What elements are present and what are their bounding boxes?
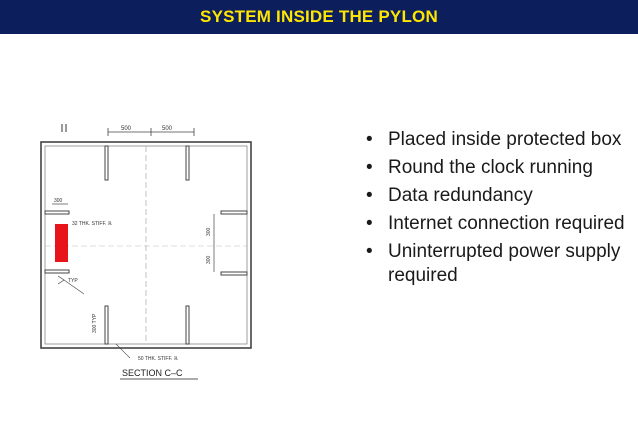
protected-box — [55, 224, 68, 262]
outer-wall — [40, 141, 252, 349]
stiffener-left-upper — [44, 210, 70, 215]
stiffener-right-lower — [220, 271, 248, 276]
stiff-label-lower: 50 THK. STIFF. ℝ — [138, 356, 178, 362]
stiff-label-upper: 32 THK. STIFF. ℝ — [72, 221, 112, 227]
bullet-dot-icon: • — [366, 185, 373, 206]
bullet-dot-icon: • — [366, 213, 373, 234]
title-bar: SYSTEM INSIDE THE PYLON — [0, 0, 638, 34]
bullet-item: •Data redundancy — [366, 185, 533, 206]
dim-bottom-left: 300 TYP — [92, 313, 98, 333]
dim-right-lower: 300 — [206, 255, 212, 264]
typ-label: TYP — [68, 278, 78, 284]
dim-left: 300 — [54, 198, 63, 204]
bullet-list: •Placed inside protected box •Round the … — [364, 128, 634, 292]
stiffener-right-upper — [220, 210, 248, 215]
stiffener-top-left — [104, 145, 109, 181]
slide-title: SYSTEM INSIDE THE PYLON — [200, 7, 438, 26]
section-drawing: 500 500 300 32 THK. STIFF. ℝ 300 300 TYP… — [40, 124, 252, 380]
bullet-item: •Placed inside protected box — [366, 129, 622, 150]
dim-top-left: 500 — [121, 126, 132, 132]
stiff-leader-lower — [115, 343, 131, 359]
section-label: SECTION C–C — [122, 368, 183, 378]
typ-leader — [57, 275, 65, 285]
bullet-item: •Round the clock running — [366, 157, 593, 178]
stiffener-top-right — [185, 145, 190, 181]
stiffener-bottom-right — [185, 305, 190, 345]
stiffener-left-lower — [44, 269, 70, 274]
bullet-dot-icon: • — [366, 241, 373, 262]
bullet-item: •Uninterrupted power supply required — [366, 241, 621, 286]
dim-top-right: 500 — [162, 126, 173, 132]
dim-right-upper: 300 — [206, 227, 212, 236]
bullet-dot-icon: • — [366, 157, 373, 178]
bullet-dot-icon: • — [366, 129, 373, 150]
stiffener-bottom-left — [104, 305, 109, 345]
bullet-item: •Internet connection required — [366, 213, 625, 234]
